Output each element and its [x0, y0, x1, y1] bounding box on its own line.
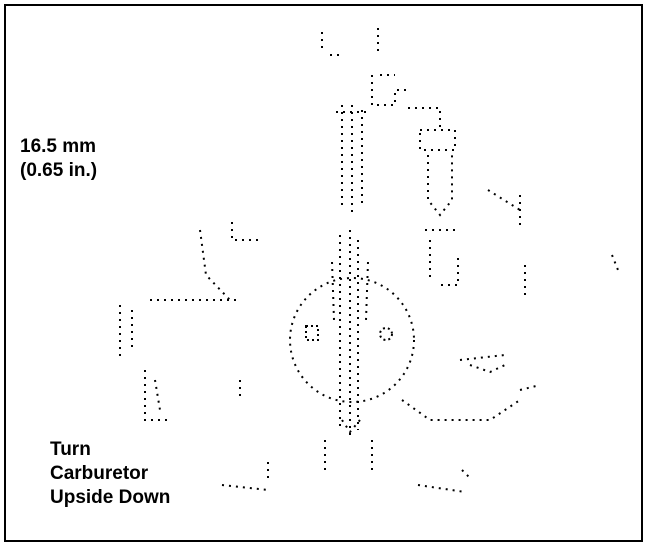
upper-fitting	[371, 74, 456, 217]
right-bracket	[425, 189, 521, 286]
top-marks	[321, 28, 379, 56]
dimension-in: (0.65 in.)	[20, 160, 98, 181]
right-lever	[401, 254, 619, 421]
instruction-line-1: Turn	[50, 439, 91, 460]
float-bowl	[289, 277, 415, 403]
instruction-line-3: Upside Down	[50, 487, 171, 508]
dimension-mm: 16.5 mm	[20, 136, 97, 157]
bottom-mount	[221, 440, 471, 493]
instruction-line-2: Carburetor	[50, 463, 149, 484]
figure-frame	[4, 4, 643, 542]
left-arm	[119, 222, 262, 421]
needle-column	[331, 105, 369, 440]
instruction-label: Turn Carburetor Upside Down	[50, 438, 170, 510]
dimension-label: 16.5 mm (0.65 in.)	[20, 135, 97, 183]
